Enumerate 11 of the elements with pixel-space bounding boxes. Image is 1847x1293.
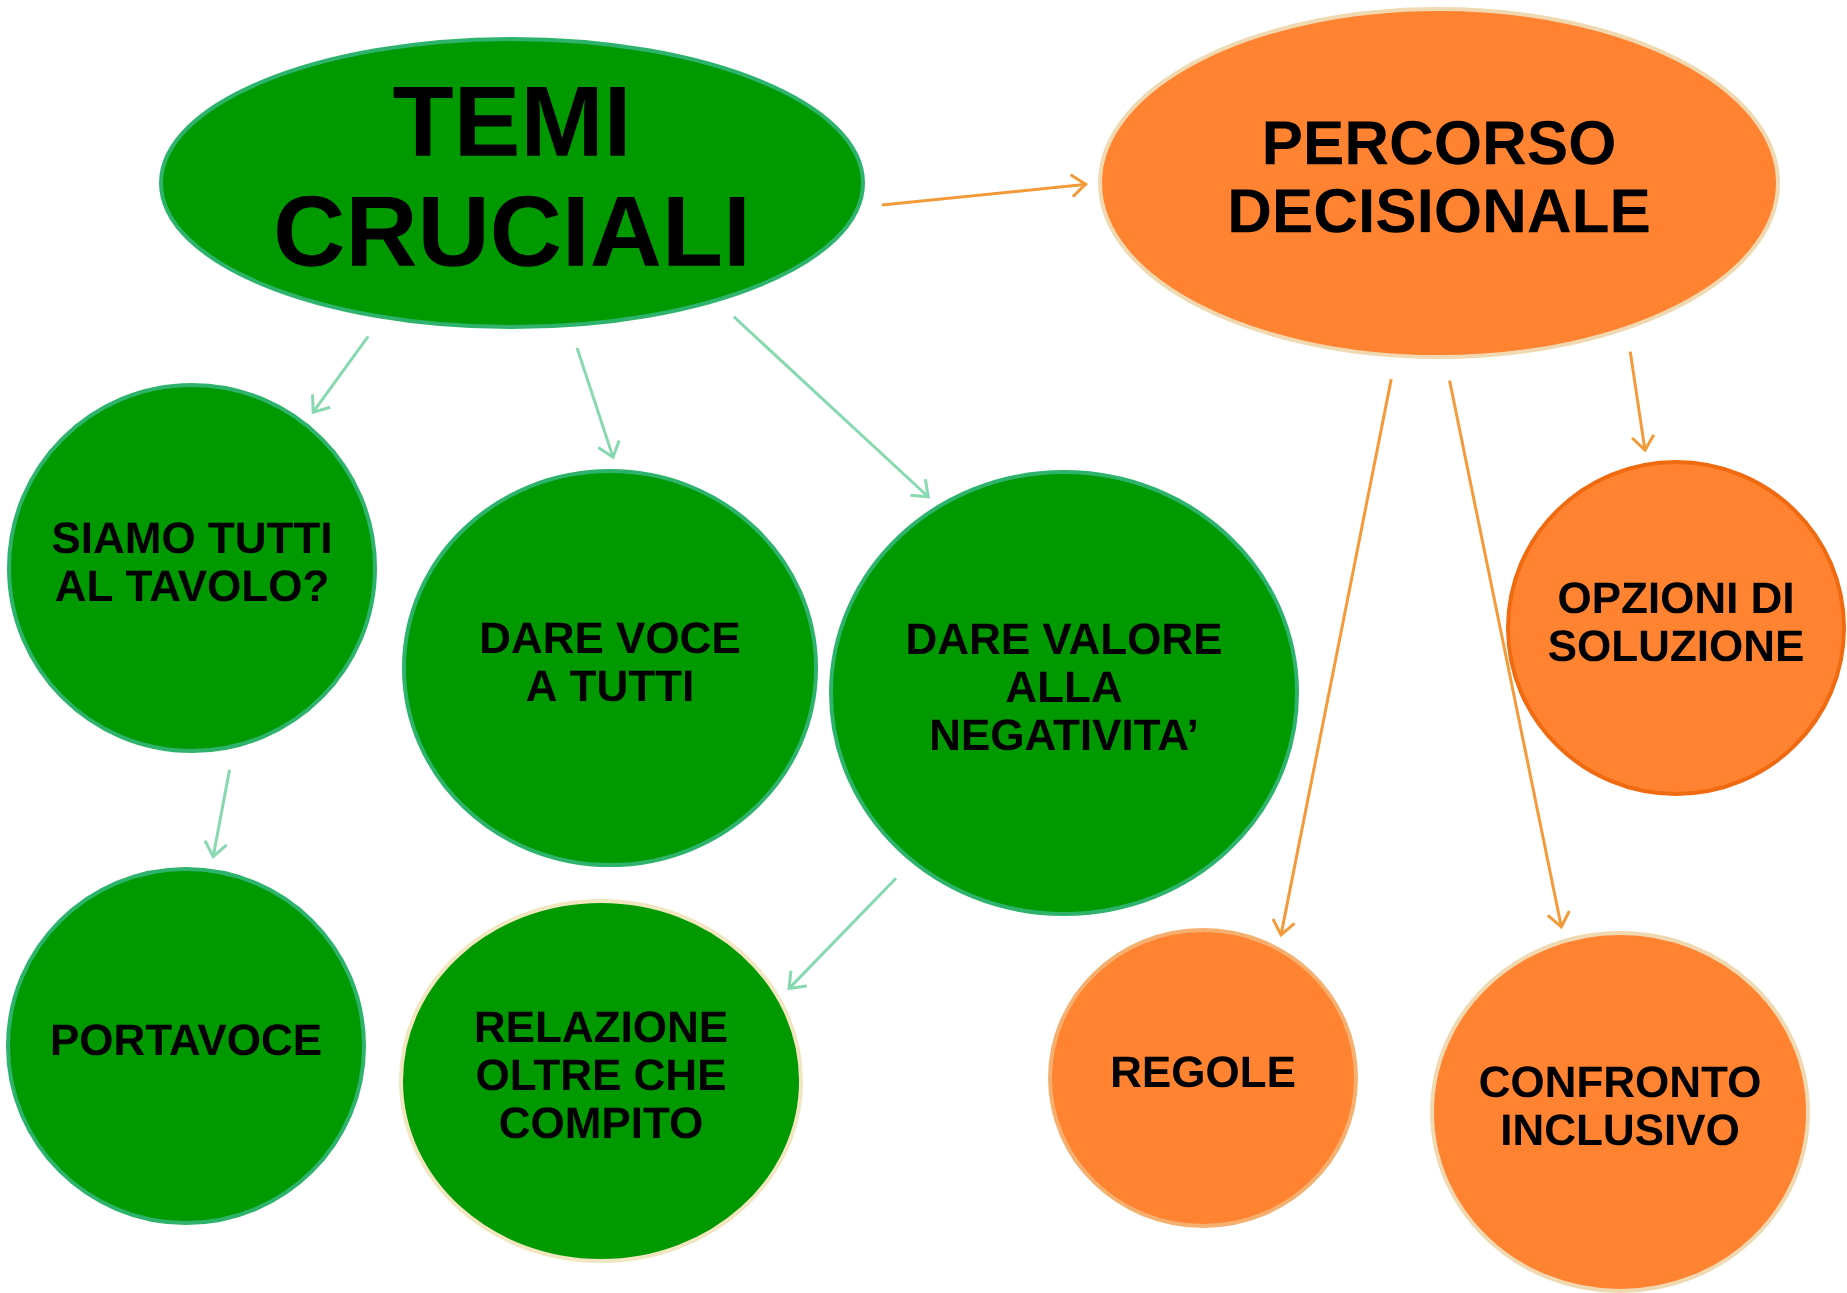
arrow xyxy=(203,769,231,859)
topic-oval: PERCORSO DECISIONALE xyxy=(1098,7,1780,359)
arrow xyxy=(1628,351,1656,453)
arrow xyxy=(1448,380,1571,930)
arrow xyxy=(732,315,930,499)
arrow xyxy=(575,347,621,460)
arrow xyxy=(1271,378,1393,938)
arrow xyxy=(881,173,1089,207)
arrow xyxy=(311,335,370,415)
arrow xyxy=(787,877,898,991)
topic-oval: TEMI CRUCIALI xyxy=(159,37,865,329)
